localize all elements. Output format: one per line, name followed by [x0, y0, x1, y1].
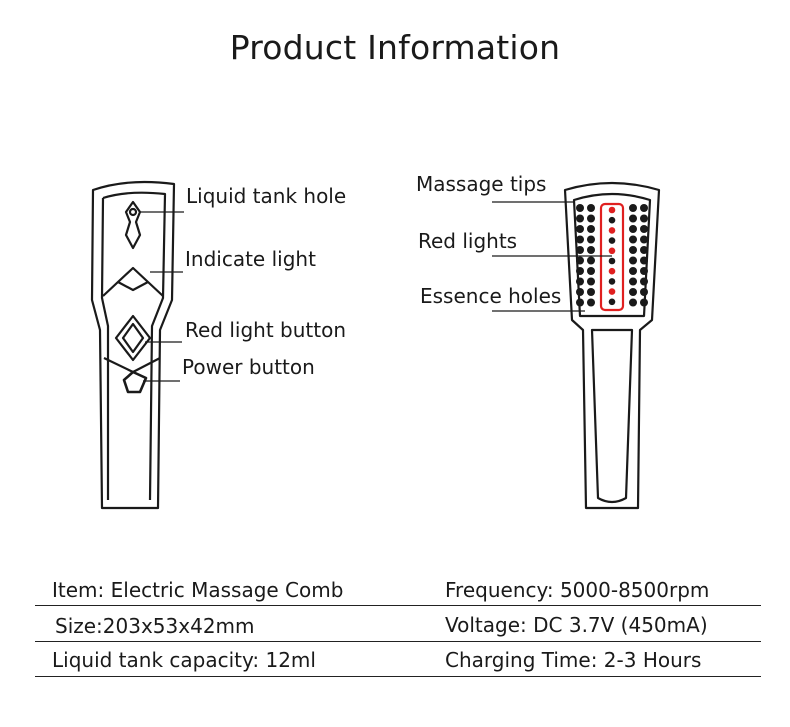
massage-tip-dot [576, 204, 584, 212]
spec-capacity: Liquid tank capacity: 12ml [52, 648, 316, 672]
massage-tip-dot [576, 225, 584, 233]
massage-tip-dot [576, 277, 584, 286]
massage-tip-dot [576, 246, 584, 254]
massage-tip-dot [576, 214, 584, 223]
red-light-dot [608, 267, 616, 275]
massage-tip-dot [576, 235, 584, 244]
massage-tip-dot [587, 246, 595, 254]
massage-tip-dot [587, 235, 595, 244]
spec-size: Size:203x53x42mm [55, 614, 255, 638]
massage-tip-dot [629, 267, 637, 275]
red-light-button-icon [114, 314, 152, 362]
label-indicate-light: Indicate light [185, 247, 316, 271]
massage-tip-dot [640, 204, 648, 212]
massage-tip-dot [640, 214, 648, 223]
massage-tips-grid [576, 204, 648, 307]
massage-tip-dot [629, 288, 637, 296]
indicate-light-icon [102, 266, 164, 297]
massage-tip-dot [576, 256, 584, 265]
red-light-dot [608, 216, 616, 224]
massage-tip-dot [640, 288, 648, 296]
front-view-device [90, 180, 176, 510]
spec-divider [35, 676, 761, 677]
label-red-light-button: Red light button [185, 318, 347, 342]
massage-tip-dot [629, 277, 637, 286]
red-light-dot [608, 227, 616, 234]
massage-tip-dot [640, 225, 648, 233]
spec-divider [35, 605, 761, 606]
massage-tip-dot [576, 298, 584, 307]
label-essence-holes: Essence holes [420, 284, 562, 308]
back-view-device [563, 181, 661, 510]
massage-tip-dot [587, 225, 595, 233]
spec-charging-time: Charging Time: 2-3 Hours [445, 648, 702, 672]
spec-voltage: Voltage: DC 3.7V (450mA) [445, 613, 708, 637]
label-red-lights: Red lights [418, 229, 518, 253]
massage-tip-dot [640, 246, 648, 254]
massage-tip-dot [587, 267, 595, 275]
label-power-button: Power button [182, 355, 315, 379]
massage-tip-dot [629, 256, 637, 265]
massage-tip-dot [640, 256, 648, 265]
red-light-dot [608, 237, 616, 244]
massage-tip-dot [629, 214, 637, 223]
massage-tip-dot [629, 298, 637, 307]
massage-tip-dot [629, 225, 637, 233]
massage-tip-dot [629, 235, 637, 244]
massage-tip-dot [587, 204, 595, 212]
red-light-dot [608, 288, 616, 295]
spec-frequency: Frequency: 5000-8500rpm [445, 578, 710, 602]
label-liquid-tank-hole: Liquid tank hole [186, 184, 347, 208]
liquid-tank-hole-icon [124, 200, 142, 250]
spec-divider [35, 641, 761, 642]
massage-tip-dot [587, 298, 595, 307]
red-light-dot [608, 257, 616, 265]
red-light-dot [608, 247, 616, 255]
power-button-icon [122, 370, 148, 394]
massage-tip-dot [640, 277, 648, 286]
massage-tip-dot [587, 256, 595, 265]
red-light-dot [608, 278, 616, 285]
page-title: Product Information [229, 28, 561, 67]
massage-tip-dot [629, 204, 637, 212]
massage-tip-dot [640, 235, 648, 244]
red-lights-strip [599, 202, 625, 312]
massage-tip-dot [640, 267, 648, 275]
massage-tip-dot [629, 246, 637, 254]
massage-tip-dot [640, 298, 648, 307]
red-light-dot [608, 298, 616, 306]
massage-tip-dot [587, 277, 595, 286]
massage-tip-dot [587, 288, 595, 296]
massage-tip-dot [587, 214, 595, 223]
massage-tip-dot [576, 267, 584, 275]
label-massage-tips: Massage tips [416, 172, 547, 196]
red-light-dot [608, 206, 616, 214]
spec-item: Item: Electric Massage Comb [52, 578, 344, 602]
massage-tip-dot [576, 288, 584, 296]
